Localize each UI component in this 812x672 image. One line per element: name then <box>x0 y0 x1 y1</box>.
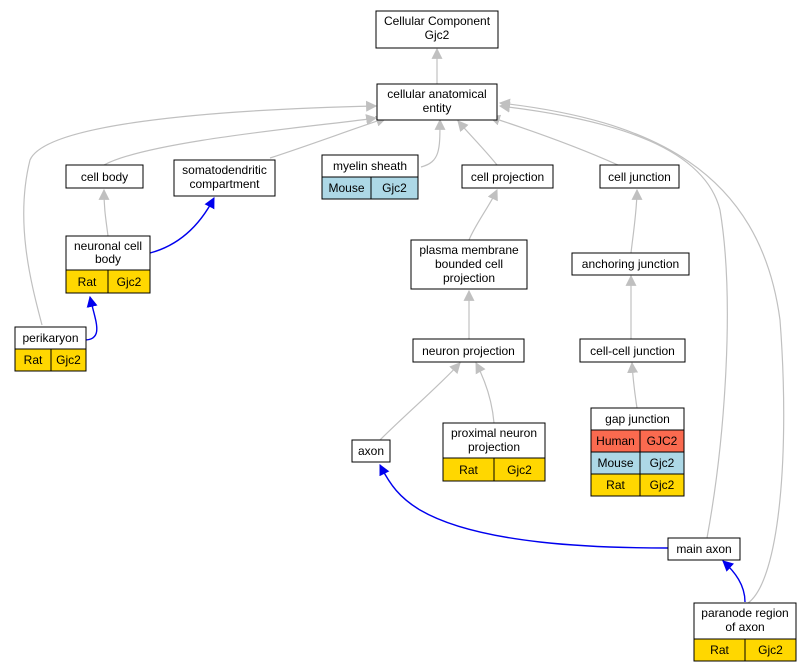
node-label: somatodendritic <box>182 163 267 177</box>
node-label: neuronal cell <box>74 239 142 253</box>
node-label: cell junction <box>608 170 671 184</box>
node-label: projection <box>468 440 520 454</box>
edge-somato-to-cae <box>269 115 388 159</box>
node-paranode-region-of-axon[interactable]: paranode region of axon Rat Gjc2 <box>693 602 797 662</box>
gene-label: Gjc2 <box>507 463 532 477</box>
node-label: perikaryon <box>22 331 78 345</box>
node-label: Gjc2 <box>425 28 450 42</box>
node-anchoring-junction[interactable]: anchoring junction <box>571 252 690 276</box>
node-label: compartment <box>189 177 260 191</box>
node-label: of axon <box>725 620 764 634</box>
gene-cell <box>639 473 685 497</box>
gene-label: Gjc2 <box>650 456 675 470</box>
node-label: myelin sheath <box>333 159 407 173</box>
node-label: plasma membrane <box>419 243 519 257</box>
gene-cell <box>744 638 797 662</box>
node-myelin-sheath[interactable]: myelin sheath Mouse Gjc2 <box>321 154 419 200</box>
edge-paranode-partof-mainaxon <box>722 560 746 603</box>
edge-perikaryon-partof-ncb <box>83 295 98 341</box>
node-cellular-component[interactable]: Cellular Component Gjc2 <box>375 10 499 49</box>
node-neuron-projection[interactable]: neuron projection <box>412 338 525 363</box>
node-plasma-membrane-bounded-cell-projection[interactable]: plasma membrane bounded cell projection <box>410 239 528 290</box>
node-label: axon <box>358 444 384 458</box>
gene-label: GJC2 <box>647 434 678 448</box>
species-label: Rat <box>78 275 97 289</box>
node-label: main axon <box>676 542 731 556</box>
node-main-axon[interactable]: main axon <box>667 537 741 561</box>
edge-perikaryon-to-cae <box>23 100 378 326</box>
species-label: Human <box>596 434 635 448</box>
species-label: Rat <box>606 478 625 492</box>
gene-label: Gjc2 <box>382 181 407 195</box>
node-proximal-neuron-projection[interactable]: proximal neuron projection Rat Gjc2 <box>442 422 546 482</box>
node-label: body <box>95 252 121 266</box>
gene-cell <box>107 269 151 294</box>
node-label: gap junction <box>605 412 670 426</box>
edge-anchoring-to-celljunc <box>630 188 643 254</box>
edge-ncb-partof-somato <box>149 197 215 254</box>
edge-cellproj-to-cae <box>457 120 498 166</box>
edge-cellbody-to-cae <box>103 114 378 166</box>
edge-paranode-to-cae <box>498 98 785 604</box>
node-label: cell-cell junction <box>590 344 675 358</box>
edge-mainaxon-partof-axon <box>379 464 669 549</box>
gene-label: Gjc2 <box>56 353 81 367</box>
species-label: Rat <box>710 643 729 657</box>
node-cell-projection[interactable]: cell projection <box>461 164 554 189</box>
species-label: Rat <box>459 463 478 477</box>
edge-ncb-to-cellbody <box>98 188 110 237</box>
species-label: Mouse <box>597 456 633 470</box>
node-label: projection <box>443 271 495 285</box>
node-label: neuron projection <box>422 344 515 358</box>
species-label: Rat <box>24 353 43 367</box>
node-cellular-anatomical-entity[interactable]: cellular anatomical entity <box>376 83 498 121</box>
gene-label: Gjc2 <box>758 643 783 657</box>
node-neuronal-cell-body[interactable]: neuronal cell body Rat Gjc2 <box>65 235 151 294</box>
node-label: proximal neuron <box>451 426 537 440</box>
node-gap-junction[interactable]: gap junction Human GJC2 Mouse Gjc2 Rat G… <box>590 407 685 497</box>
node-label: bounded cell <box>435 257 503 271</box>
node-perikaryon[interactable]: perikaryon Rat Gjc2 <box>14 326 87 372</box>
gene-cell <box>493 457 546 482</box>
node-somatodendritic-compartment[interactable]: somatodendritic compartment <box>173 159 276 197</box>
edge-mainaxon-to-cae <box>498 101 728 539</box>
edge-myelin-to-cae <box>420 118 446 168</box>
gene-cell <box>370 176 419 200</box>
node-cell-body[interactable]: cell body <box>65 164 144 189</box>
species-label: Mouse <box>328 181 364 195</box>
edge-pmbcp-to-cellproj <box>468 189 498 241</box>
node-label: cellular anatomical <box>387 87 486 101</box>
edge-pnp-to-neuronproj <box>475 362 495 424</box>
node-label: cell body <box>81 170 128 184</box>
node-label: paranode region <box>701 606 788 620</box>
node-label: anchoring junction <box>582 257 679 271</box>
gene-label: Gjc2 <box>650 478 675 492</box>
node-label: Cellular Component <box>384 14 491 28</box>
edge-axon-to-neuronproj <box>379 362 461 441</box>
node-label: cell projection <box>471 170 544 184</box>
node-axon[interactable]: axon <box>351 439 391 463</box>
gene-label: Gjc2 <box>117 275 142 289</box>
node-cell-junction[interactable]: cell junction <box>599 164 680 189</box>
edge-celljunc-to-cae <box>488 114 619 166</box>
gene-cell <box>50 348 87 372</box>
node-cell-cell-junction[interactable]: cell-cell junction <box>579 338 686 363</box>
edge-gapjunc-to-ccj <box>627 361 639 409</box>
node-label: entity <box>423 101 452 115</box>
